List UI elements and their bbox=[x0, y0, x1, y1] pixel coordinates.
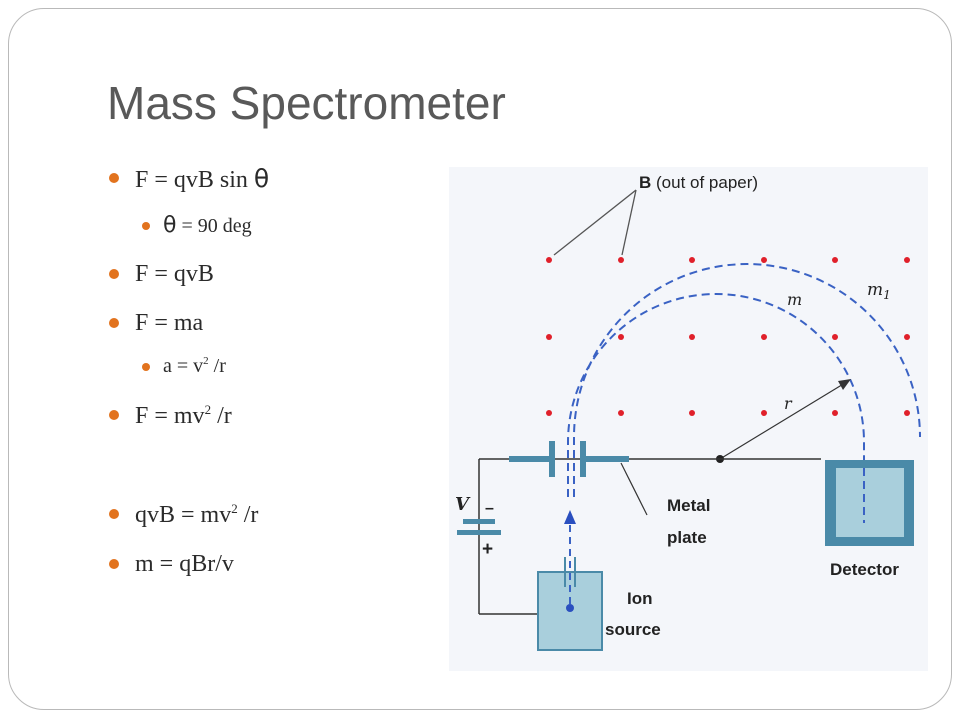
b-pointer-line bbox=[621, 189, 637, 256]
ion-source-label-2: source bbox=[605, 620, 661, 639]
field-dot bbox=[618, 334, 624, 340]
field-dot bbox=[761, 410, 767, 416]
detector-inner bbox=[836, 468, 904, 537]
bullet-force-mv2: F = mv2 /r bbox=[109, 403, 232, 428]
bullet-dot bbox=[109, 318, 119, 328]
ion-particle bbox=[566, 604, 574, 612]
field-dot bbox=[761, 334, 767, 340]
bullet-dot bbox=[109, 269, 119, 279]
b-symbol: B bbox=[639, 173, 651, 192]
diagram-svg: B (out of paper) m1 m r Metal plate bbox=[455, 173, 921, 651]
trajectory-m bbox=[567, 293, 865, 523]
field-dots bbox=[546, 257, 910, 416]
bullet-mass-formula: m = qBr/v bbox=[109, 552, 234, 576]
detector-label: Detector bbox=[830, 560, 899, 579]
ion-source-label-1: Ion bbox=[627, 589, 653, 608]
radius-line bbox=[719, 382, 846, 460]
battery-plus: + bbox=[482, 539, 493, 560]
field-dot bbox=[904, 257, 910, 263]
field-dot bbox=[618, 410, 624, 416]
bullet-acceleration: a = v2 /r bbox=[142, 356, 226, 376]
field-dot bbox=[904, 410, 910, 416]
field-dot bbox=[832, 334, 838, 340]
plate-slit-left bbox=[549, 441, 555, 477]
battery-minus: – bbox=[485, 500, 494, 517]
bullet-dot bbox=[109, 509, 119, 519]
battery-plate-short bbox=[457, 530, 501, 535]
svg-text:B (out of paper): B (out of paper) bbox=[639, 173, 758, 192]
bullet-dot bbox=[109, 410, 119, 420]
bullet-theta-90: θ = 90 deg bbox=[142, 215, 252, 237]
bullet-dot bbox=[109, 559, 119, 569]
bullet-force-ma: F = ma bbox=[109, 311, 203, 335]
field-dot bbox=[832, 410, 838, 416]
field-dot bbox=[546, 410, 552, 416]
metal-plate-label-1: Metal bbox=[667, 496, 710, 515]
field-dot bbox=[761, 257, 767, 263]
m1-label: m bbox=[867, 280, 883, 300]
m1-subscript: 1 bbox=[883, 288, 891, 302]
svg-text:m1: m1 bbox=[867, 280, 891, 302]
bullet-force-qvb: F = qvB bbox=[109, 262, 214, 286]
metal-plate-pointer bbox=[620, 462, 648, 516]
field-dot bbox=[904, 334, 910, 340]
mass-spectrometer-diagram: B (out of paper) m1 m r Metal plate bbox=[449, 167, 928, 671]
plate-slit-right bbox=[580, 441, 586, 477]
bullet-dot bbox=[109, 173, 119, 183]
field-dot bbox=[546, 334, 552, 340]
ion-path-arrow bbox=[564, 510, 576, 524]
b-field-label: (out of paper) bbox=[651, 173, 758, 192]
bullet-qvb-equals: qvB = mv2 /r bbox=[109, 502, 258, 527]
voltage-label: V bbox=[455, 494, 471, 515]
field-dot bbox=[832, 257, 838, 263]
field-dot bbox=[689, 410, 695, 416]
slide-title: Mass Spectrometer bbox=[107, 77, 506, 129]
metal-plate-label-2: plate bbox=[667, 528, 707, 547]
r-label: r bbox=[784, 394, 793, 413]
bullet-dot bbox=[142, 363, 150, 371]
field-dot bbox=[689, 257, 695, 263]
field-dot bbox=[618, 257, 624, 263]
bullet-force-sin: F = qvB sin θ bbox=[109, 166, 269, 192]
b-pointer-line bbox=[553, 189, 637, 256]
m-label: m bbox=[787, 290, 802, 309]
metal-plate-left bbox=[509, 456, 554, 462]
radius-arrowhead bbox=[838, 379, 851, 390]
field-dot bbox=[546, 257, 552, 263]
bullet-dot bbox=[142, 222, 150, 230]
metal-plate-right bbox=[581, 456, 629, 462]
field-dot bbox=[689, 334, 695, 340]
battery-plate-long bbox=[463, 519, 495, 524]
